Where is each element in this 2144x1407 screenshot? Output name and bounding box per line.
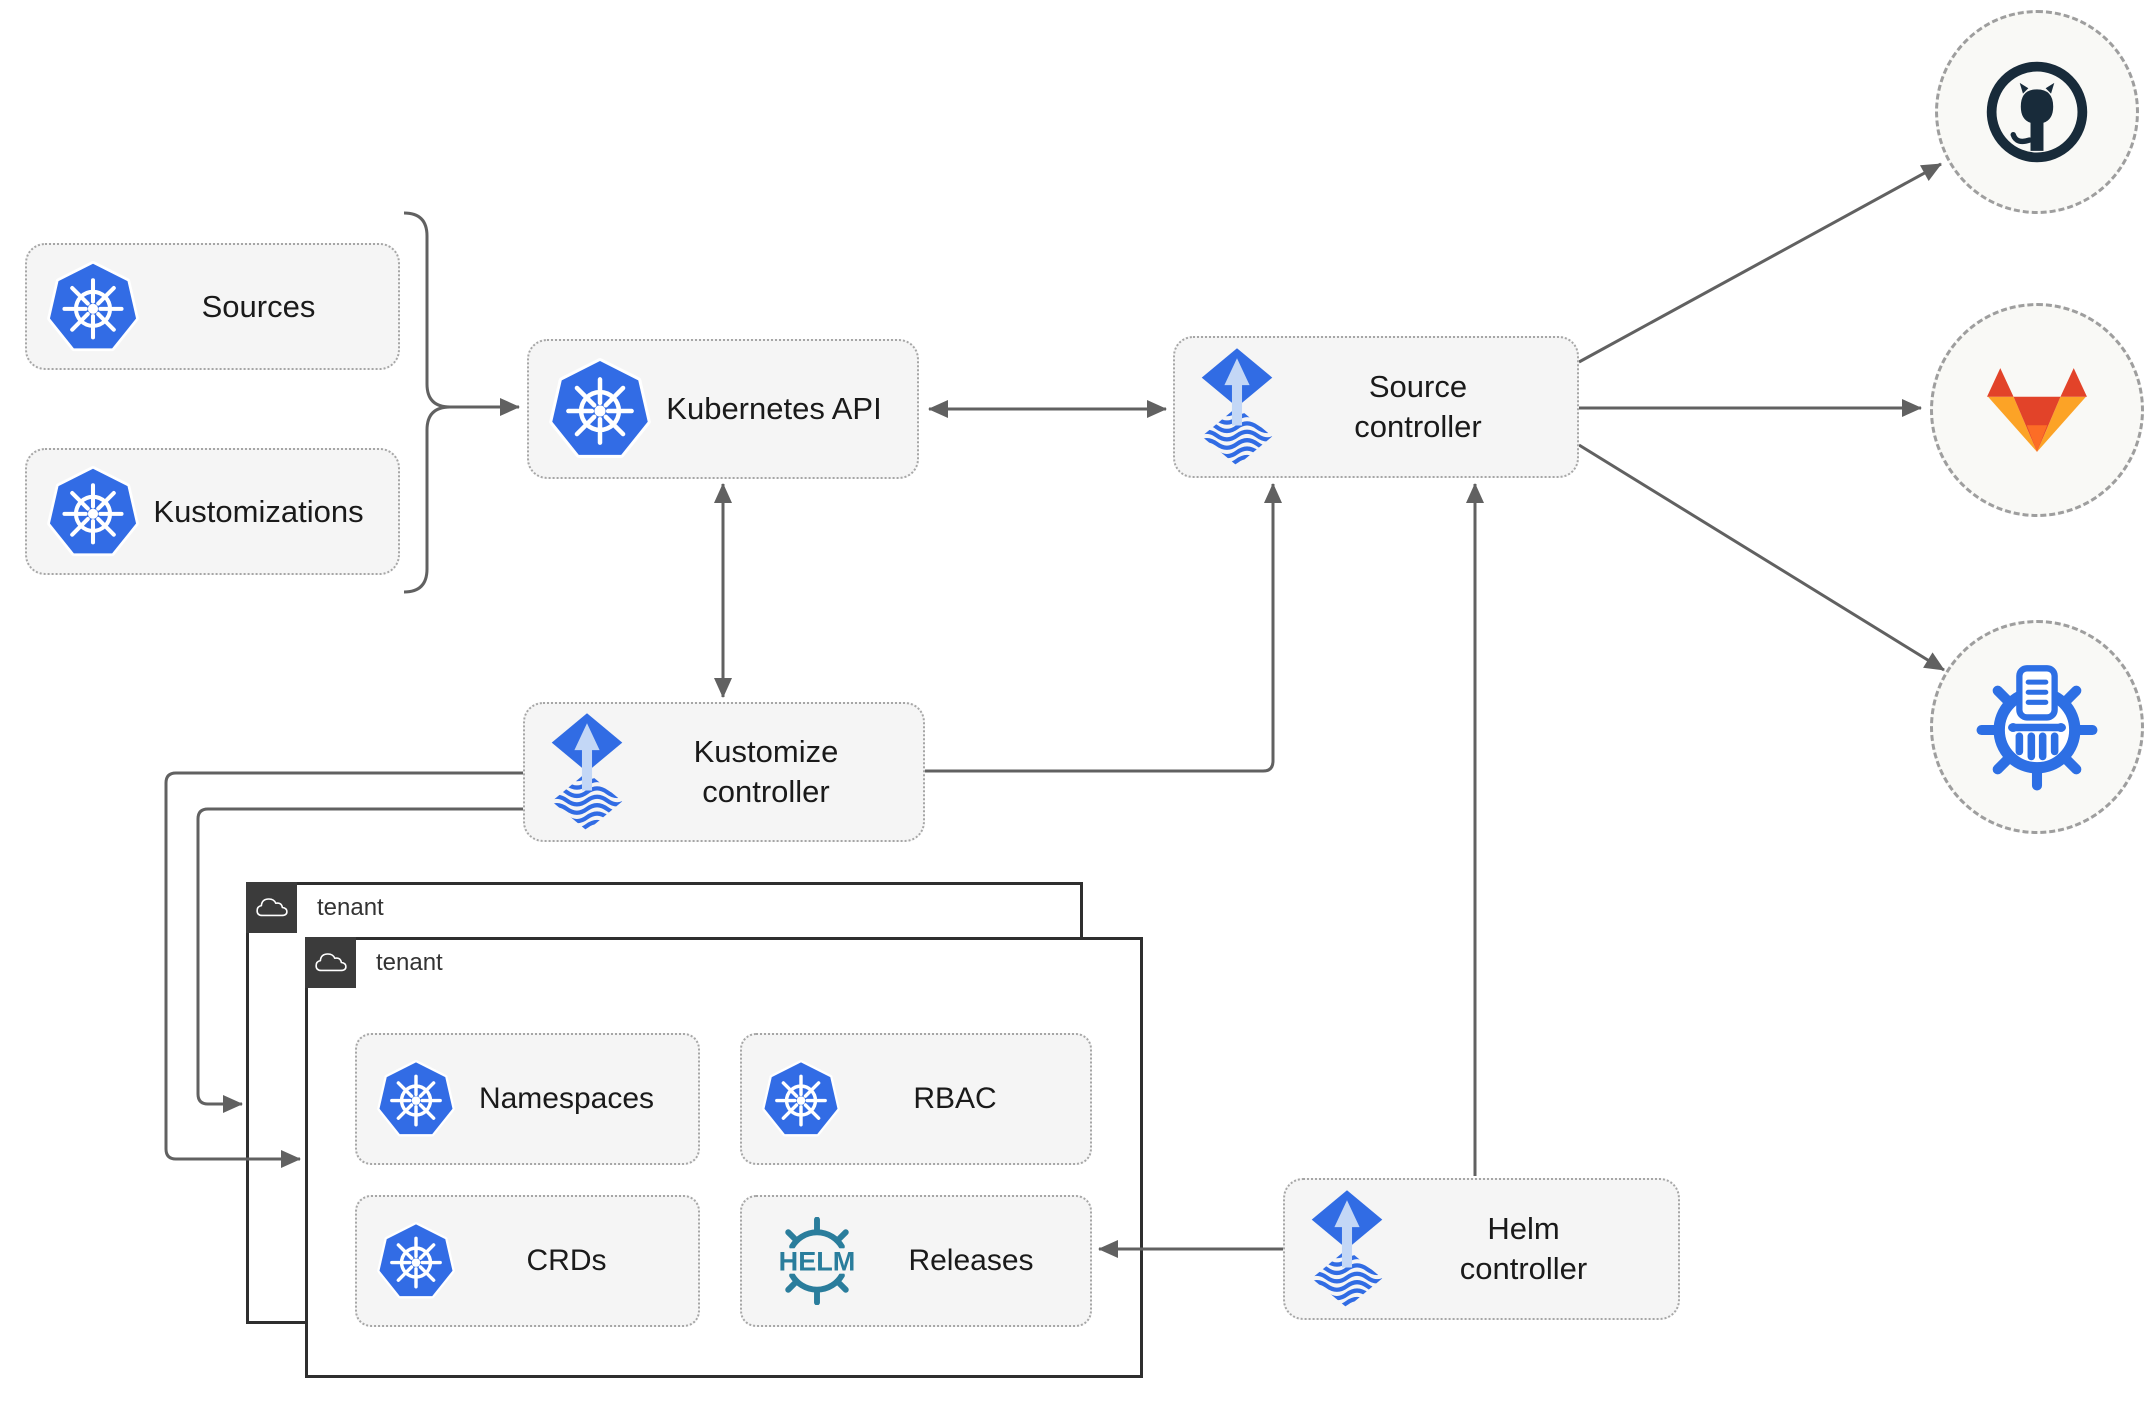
node-label: Kustomize controller — [629, 732, 903, 811]
cloud-icon — [255, 895, 289, 920]
node-label: Releases — [908, 1243, 1034, 1277]
flux-icon — [1195, 348, 1279, 466]
kubernetes-icon — [377, 1060, 455, 1138]
helm-controller-node: Helm controller — [1283, 1178, 1680, 1320]
rbac-node: RBAC — [740, 1033, 1092, 1165]
node-label: Helm controller — [1389, 1209, 1658, 1288]
github-remote — [1935, 10, 2139, 214]
kustomizations-node: Kustomizations — [25, 448, 400, 575]
github-icon — [1983, 58, 2091, 166]
namespaces-node: Namespaces — [355, 1033, 700, 1165]
kubernetes-icon — [47, 261, 139, 353]
node-label-line: Helm — [1487, 1211, 1560, 1247]
crds-node: CRDs — [355, 1195, 700, 1327]
tenant-label: tenant — [376, 948, 443, 976]
flux-icon — [545, 713, 629, 831]
releases-node: HELM Releases — [740, 1195, 1092, 1327]
arrow-source-to-storage — [1578, 443, 1945, 672]
kubernetes-icon — [762, 1060, 840, 1138]
node-label: RBAC — [913, 1081, 997, 1115]
kubernetes-icon — [549, 358, 651, 460]
source-controller-node: Source controller — [1173, 336, 1579, 478]
storage-remote — [1930, 620, 2144, 834]
gitlab-remote — [1930, 303, 2144, 517]
node-label-line: controller — [1459, 1251, 1588, 1286]
node-label: CRDs — [526, 1243, 607, 1277]
node-label: Source controller — [1279, 367, 1557, 446]
helm-logo-text: HELM — [779, 1245, 856, 1276]
node-label: Kubernetes API — [666, 391, 882, 427]
brace-sources-group — [403, 211, 451, 594]
node-label-line: controller — [702, 774, 830, 809]
flux-icon — [1305, 1190, 1389, 1308]
sources-node: Sources — [25, 243, 400, 370]
node-label-line: Kustomize — [693, 734, 839, 770]
arrow-source-to-github — [1578, 162, 1942, 364]
manifest-storage-icon — [1974, 662, 2100, 793]
kubernetes-api-node: Kubernetes API — [527, 339, 919, 479]
kustomize-controller-node: Kustomize controller — [523, 702, 925, 842]
node-label: Sources — [201, 288, 316, 324]
node-label-line: Source — [1368, 369, 1468, 405]
tenant-label: tenant — [317, 893, 384, 921]
tenant-header-badge — [305, 937, 356, 988]
kubernetes-icon — [377, 1222, 455, 1300]
gitlab-icon — [1986, 362, 2088, 458]
tenant-header-badge — [246, 882, 297, 933]
node-label-line: controller — [1354, 409, 1482, 444]
kubernetes-icon — [47, 466, 139, 558]
node-label: Kustomizations — [153, 493, 364, 529]
node-label: Namespaces — [478, 1081, 655, 1115]
helm-icon: HELM — [779, 1217, 856, 1305]
cloud-icon — [314, 950, 348, 975]
arrow-kustomize-to-source-controller — [925, 483, 1282, 773]
